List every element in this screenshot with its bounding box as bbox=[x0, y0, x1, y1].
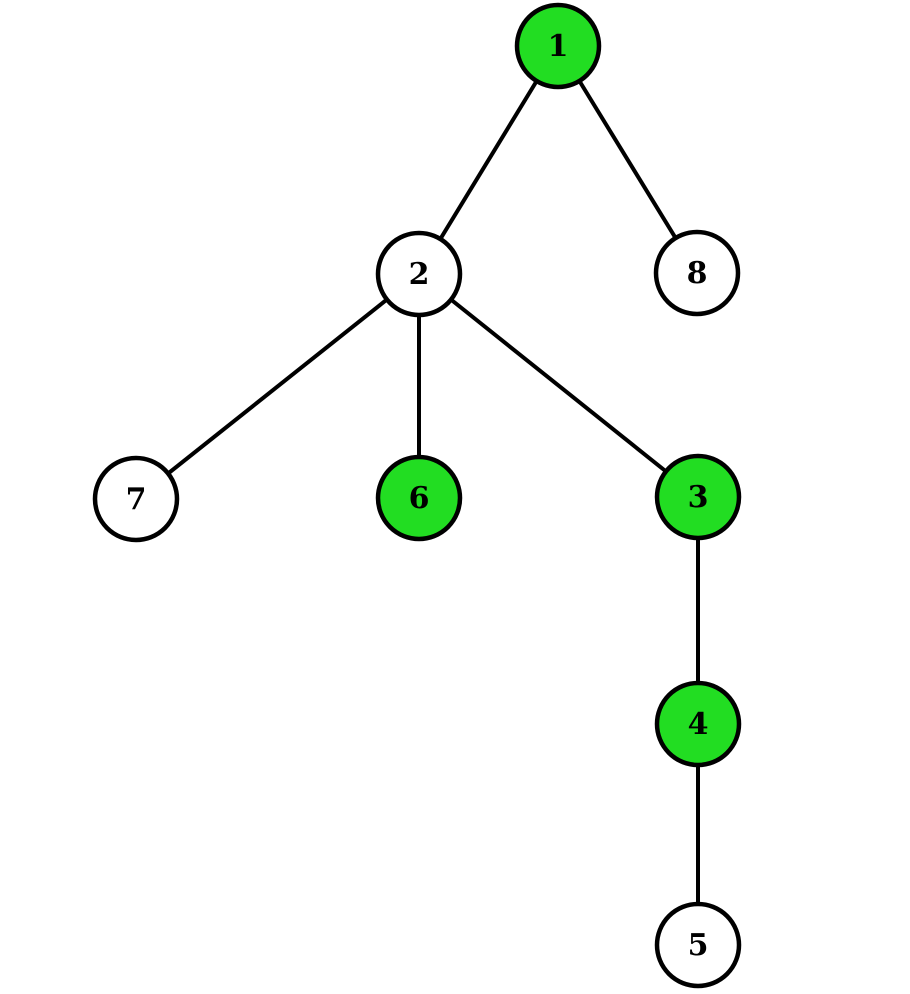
node-2[interactable]: 2 bbox=[375, 230, 463, 318]
node-8[interactable]: 8 bbox=[653, 229, 741, 317]
node-4[interactable]: 4 bbox=[654, 680, 742, 768]
node-circle-7[interactable] bbox=[92, 455, 180, 543]
edge-2-3 bbox=[417, 272, 700, 499]
edge-2-7 bbox=[134, 272, 421, 501]
edge-1-8 bbox=[556, 44, 699, 275]
node-circle-3[interactable] bbox=[654, 453, 742, 541]
node-circle-4[interactable] bbox=[654, 680, 742, 768]
node-1[interactable]: 1 bbox=[514, 2, 602, 90]
node-7[interactable]: 7 bbox=[92, 455, 180, 543]
node-5[interactable]: 5 bbox=[654, 901, 742, 989]
node-circle-1[interactable] bbox=[514, 2, 602, 90]
node-3[interactable]: 3 bbox=[654, 453, 742, 541]
edge-1-2 bbox=[417, 44, 560, 276]
node-circle-8[interactable] bbox=[653, 229, 741, 317]
node-6[interactable]: 6 bbox=[375, 454, 463, 542]
node-circle-5[interactable] bbox=[654, 901, 742, 989]
node-circle-2[interactable] bbox=[375, 230, 463, 318]
node-layer: 1 2 8 7 6 3 4 5 bbox=[92, 2, 742, 989]
node-circle-6[interactable] bbox=[375, 454, 463, 542]
